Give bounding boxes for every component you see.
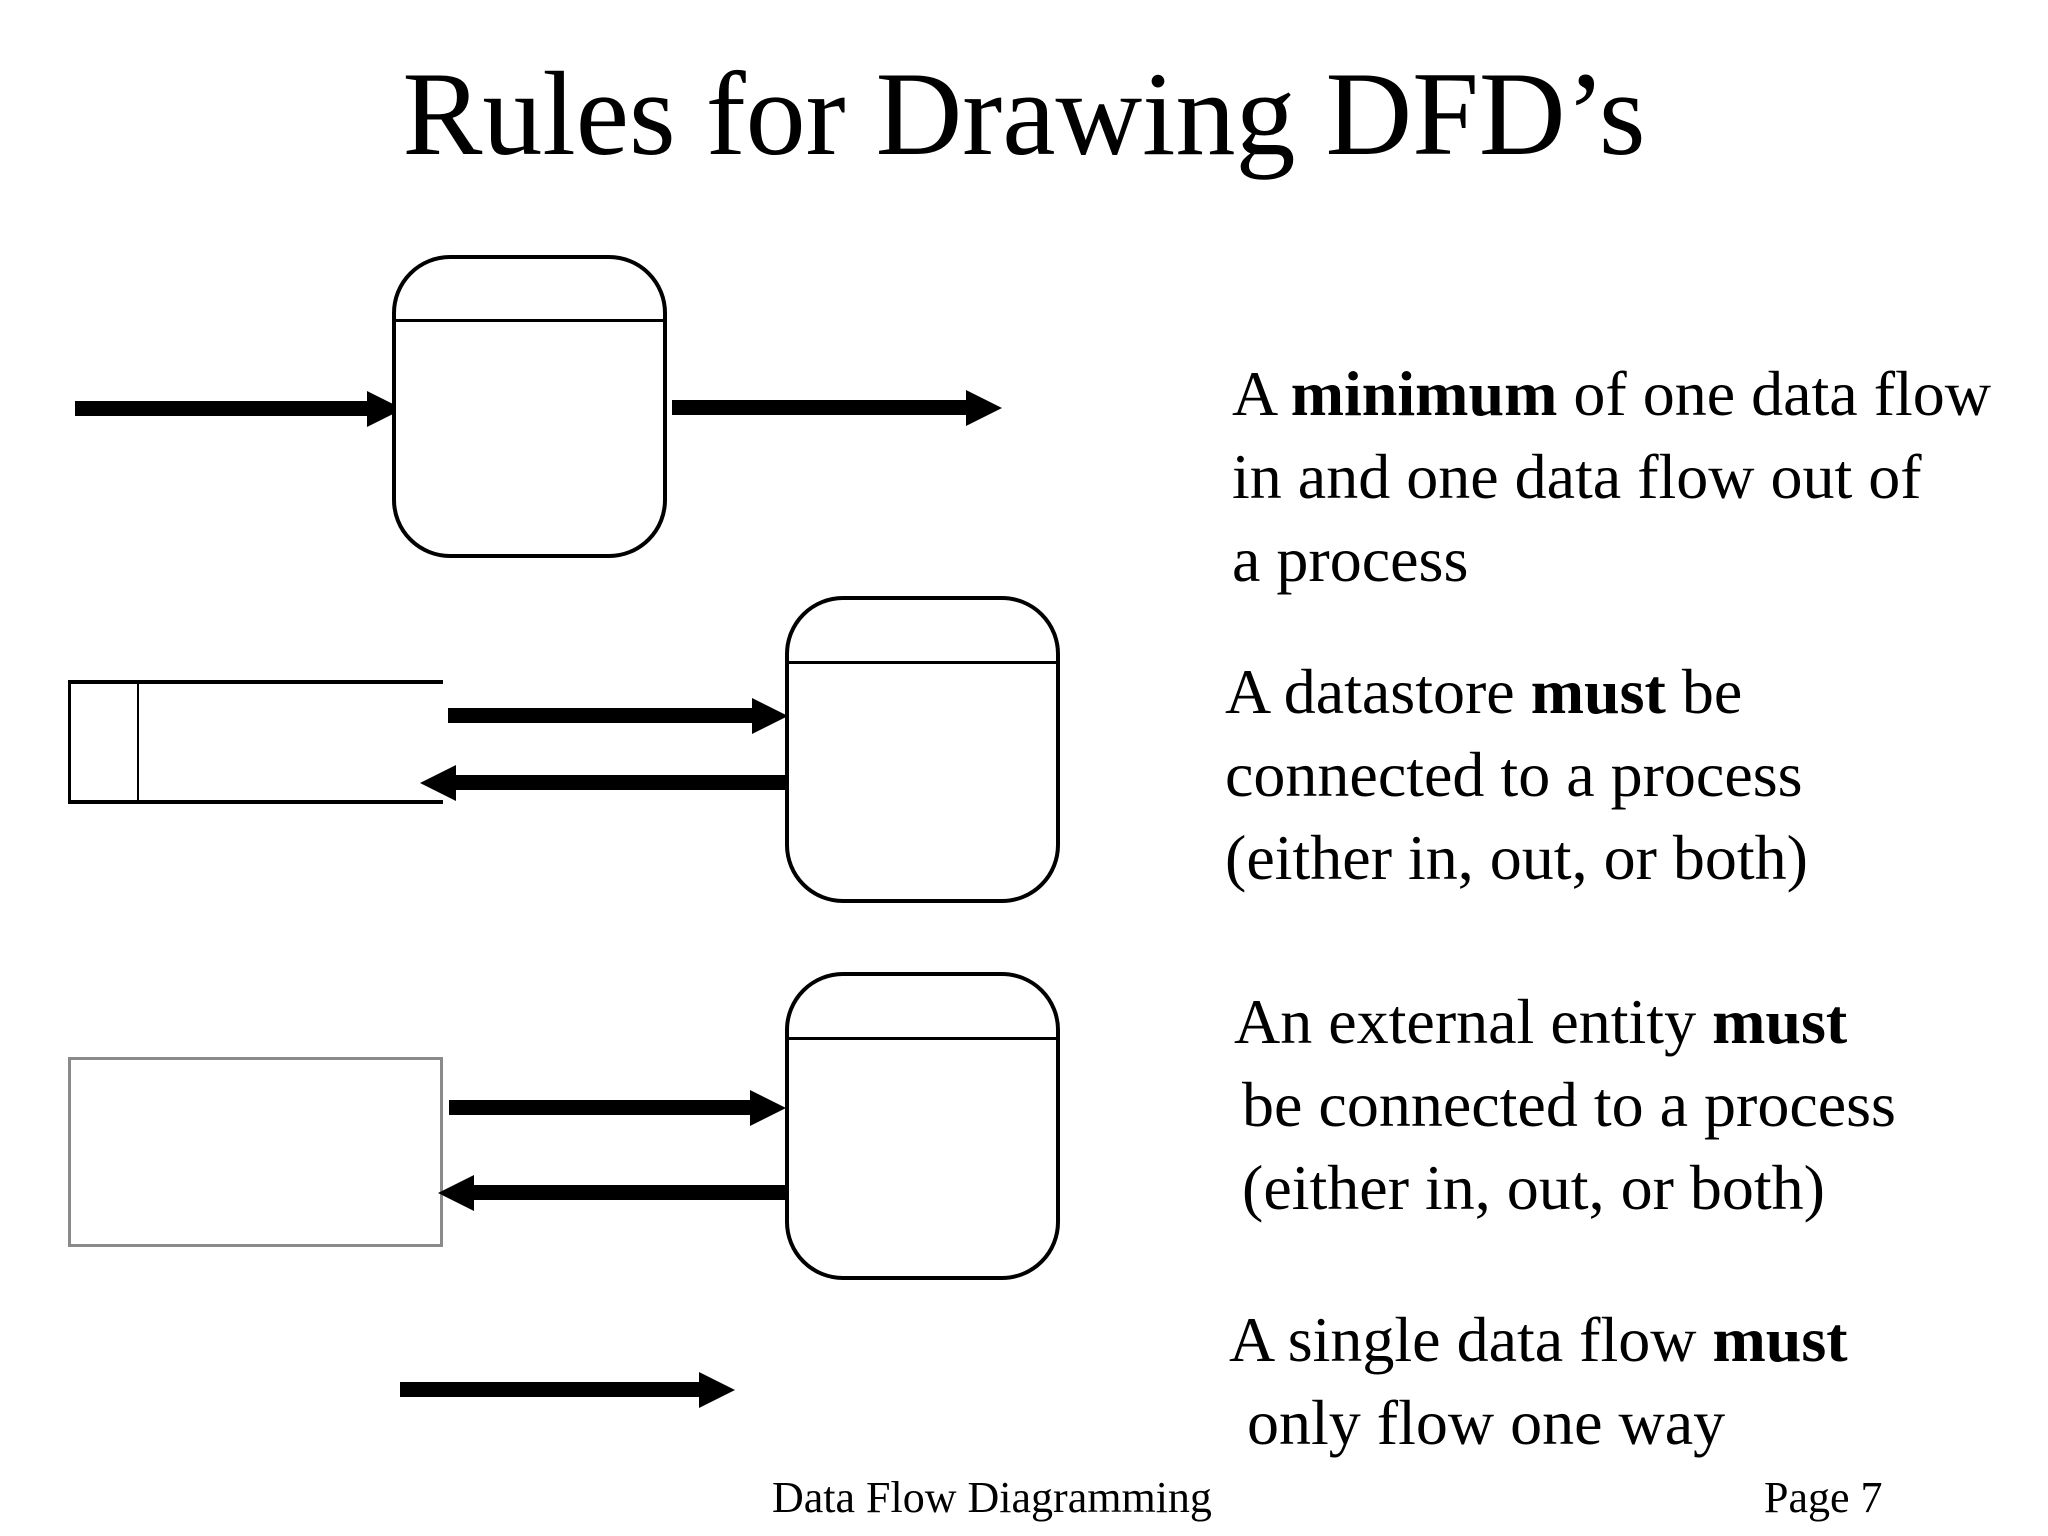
- process-header-line: [789, 661, 1056, 664]
- rule-line: in and one data flow out of: [1232, 441, 1922, 512]
- process-symbol-1: [392, 255, 667, 558]
- process-symbol-3: [785, 972, 1060, 1280]
- datastore-symbol: [68, 680, 443, 804]
- rule-text-minimum-flows: A minimum of one data flow in and one da…: [1232, 352, 1991, 601]
- datastore-to-process-arrow: [448, 698, 788, 734]
- rule-segment-bold: must: [1530, 656, 1666, 727]
- single-data-flow-arrow: [400, 1372, 735, 1408]
- arrow-head-right-icon: [699, 1372, 735, 1408]
- arrow-bar: [474, 1185, 800, 1200]
- datastore-left-edge: [68, 680, 71, 804]
- data-flow-out-arrow: [672, 390, 1002, 426]
- arrow-bar: [400, 1382, 699, 1397]
- rule-segment: be: [1665, 656, 1743, 727]
- rule-text-external-entity: An external entity must be connected to …: [1225, 980, 1896, 1229]
- rule-line: be connected to a process: [1242, 1069, 1896, 1140]
- arrow-head-left-icon: [438, 1175, 474, 1211]
- arrow-head-right-icon: [966, 390, 1002, 426]
- process-symbol-2: [785, 596, 1060, 903]
- arrow-head-left-icon: [420, 765, 456, 801]
- rule-segment-bold: must: [1712, 986, 1848, 1057]
- rule-segment: A datastore: [1225, 656, 1531, 727]
- page-title: Rules for Drawing DFD’s: [402, 47, 1646, 180]
- rule-line: (either in, out, or both): [1242, 1152, 1825, 1223]
- arrow-head-right-icon: [750, 1090, 786, 1126]
- process-header-line: [789, 1037, 1056, 1040]
- rule-segment-bold: must: [1712, 1304, 1848, 1375]
- rule-segment: of one data flow: [1557, 358, 1991, 429]
- rule-segment: An external entity: [1234, 986, 1713, 1057]
- rule-line: connected to a process: [1225, 739, 1803, 810]
- arrow-bar: [75, 401, 367, 416]
- entity-to-process-arrow: [449, 1090, 786, 1126]
- data-flow-in-arrow: [75, 391, 403, 427]
- rule-segment-bold: minimum: [1290, 358, 1558, 429]
- process-to-datastore-arrow: [420, 765, 800, 801]
- rule-line: (either in, out, or both): [1225, 822, 1808, 893]
- rule-segment: A: [1232, 358, 1291, 429]
- arrow-bar: [672, 400, 966, 415]
- footer-title: Data Flow Diagramming: [772, 1473, 1212, 1522]
- footer-page-number: Page 7: [1764, 1473, 1883, 1522]
- arrow-bar: [449, 1100, 750, 1115]
- rule-line: A minimum of one data flow: [1232, 352, 1991, 435]
- arrow-bar: [456, 775, 800, 790]
- arrow-head-right-icon: [752, 698, 788, 734]
- rule-line: A single data flow must: [1225, 1298, 1848, 1381]
- rule-line: only flow one way: [1247, 1387, 1726, 1458]
- datastore-bottom-line: [68, 800, 443, 804]
- process-to-entity-arrow: [438, 1175, 800, 1211]
- rule-line: a process: [1232, 524, 1469, 595]
- external-entity-symbol: [68, 1057, 443, 1247]
- process-header-line: [396, 319, 663, 322]
- rule-line: A datastore must be: [1225, 650, 1808, 733]
- arrow-bar: [448, 708, 752, 723]
- rule-text-datastore: A datastore must be connected to a proce…: [1225, 650, 1808, 899]
- rule-line: An external entity must: [1225, 980, 1896, 1063]
- rule-segment: A single data flow: [1229, 1304, 1713, 1375]
- datastore-divider-line: [137, 680, 139, 804]
- rule-text-single-flow: A single data flow must only flow one wa…: [1225, 1298, 1848, 1464]
- datastore-top-line: [68, 680, 443, 684]
